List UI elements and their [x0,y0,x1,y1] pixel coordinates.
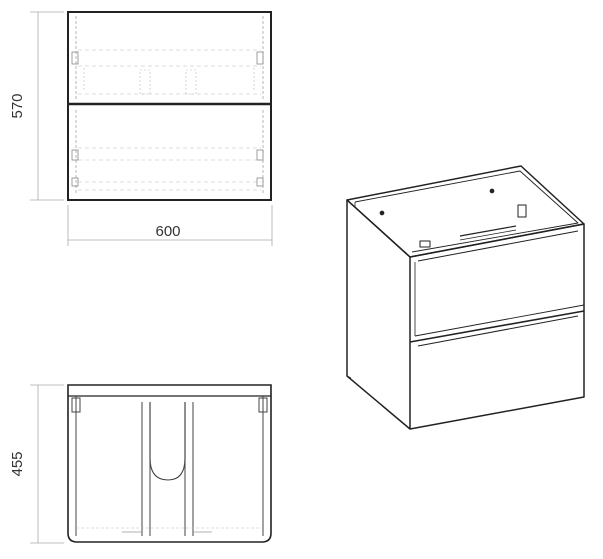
isometric-view [346,165,585,430]
top-view: 455 [9,384,272,544]
height-dimension: 570 [9,11,64,201]
depth-label: 455 [9,451,26,476]
height-label: 570 [9,93,26,118]
front-view: 570 600 [9,11,273,246]
width-label: 600 [155,223,180,240]
depth-dimension: 455 [9,384,64,544]
width-dimension: 600 [67,205,273,246]
